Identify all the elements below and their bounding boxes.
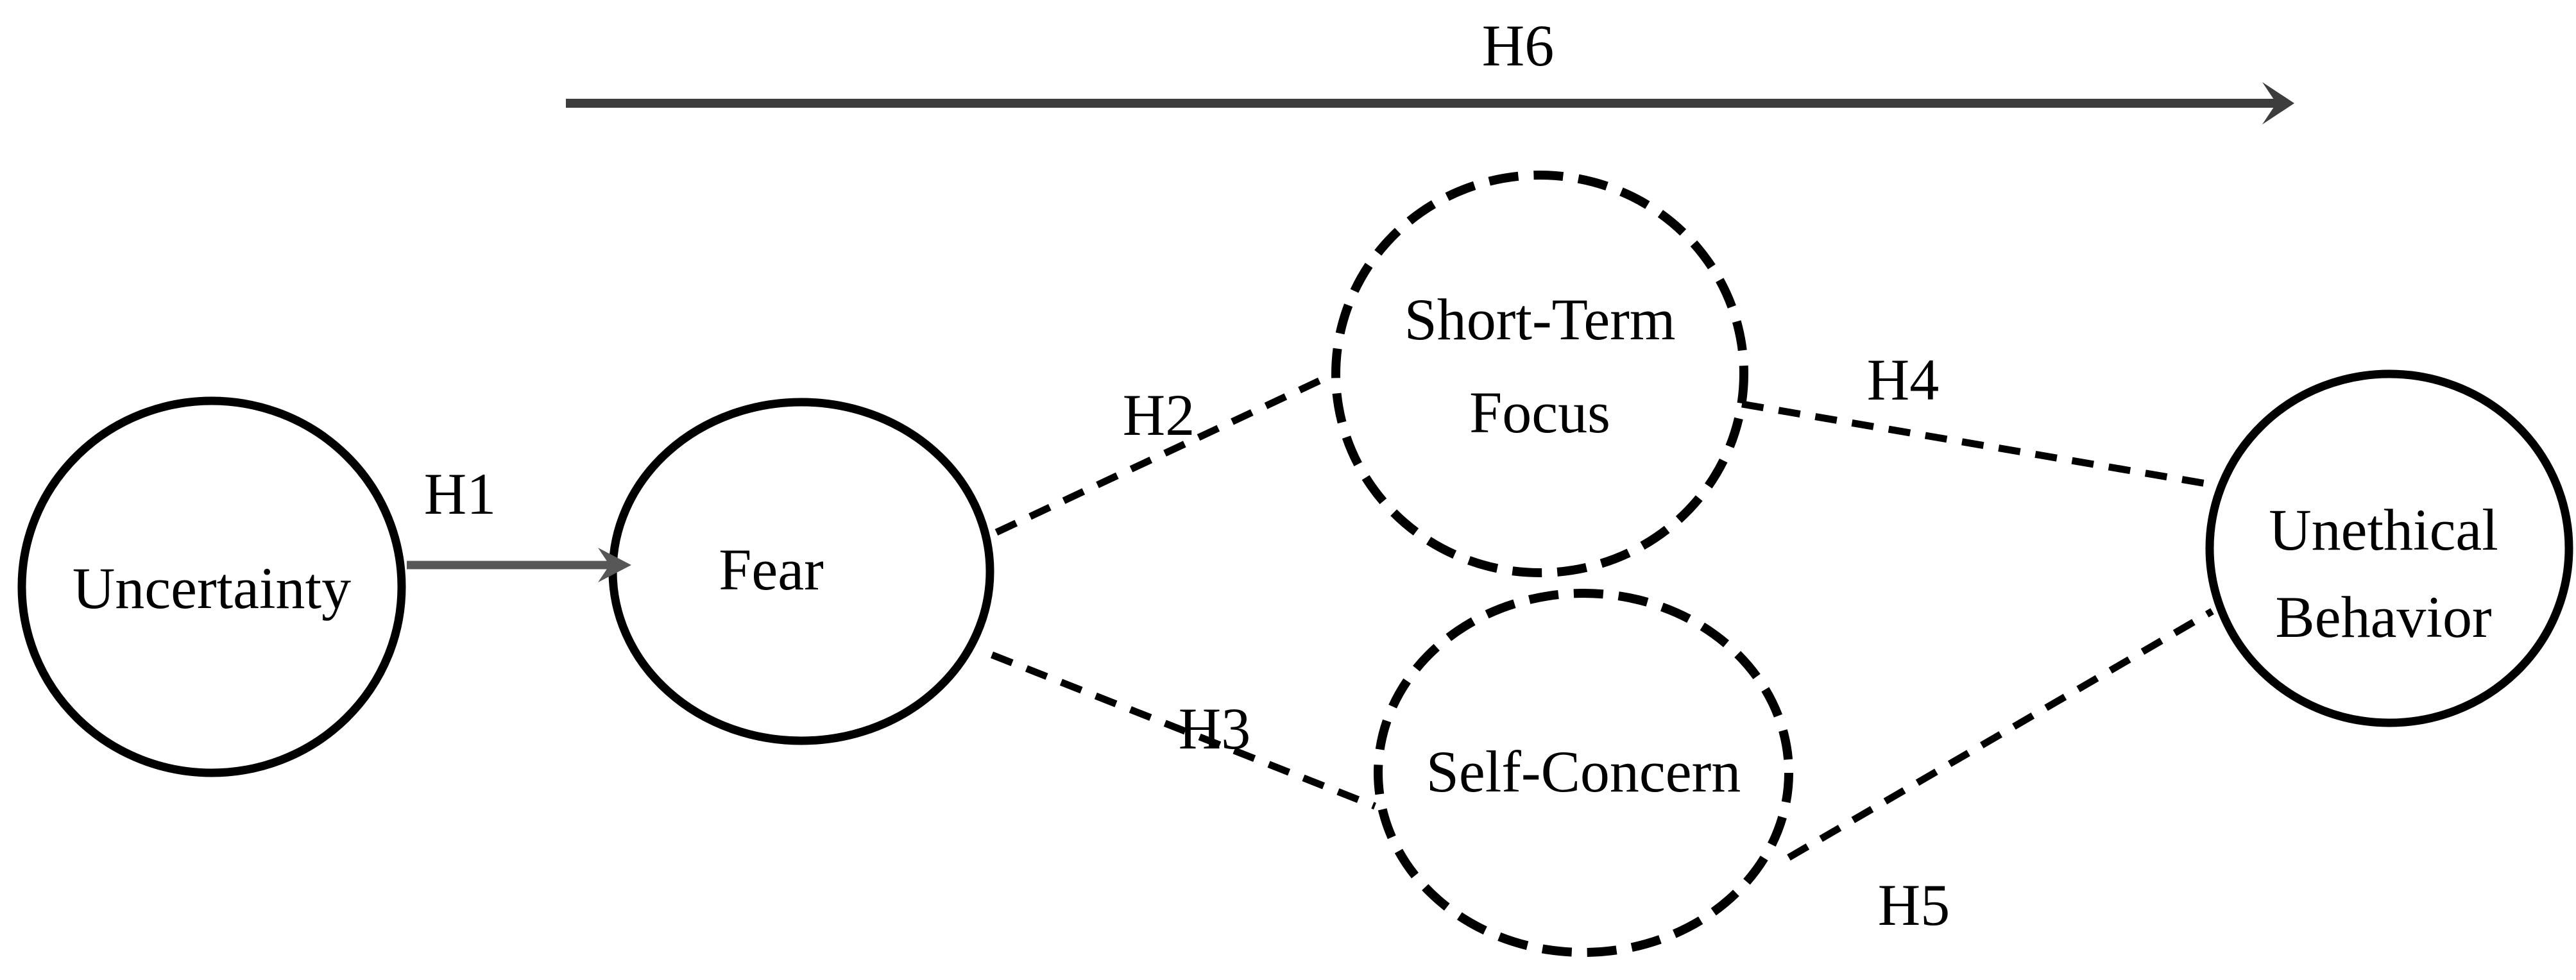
node-unethical-behavior-ellipse [2205,369,2573,727]
edge-h6-label: H6 [1482,13,1554,78]
node-short-term-focus-ellipse [1331,171,1748,577]
node-self-concern-label: Self-Concern [1426,739,1741,804]
edge-h5-label: H5 [1878,872,1950,938]
node-self-concern-ellipse [1374,589,1793,957]
node-fear-label: Fear [719,537,823,602]
node-unethical-behavior-label-line1: Unethical [2269,497,2498,562]
edge-h2-label: H2 [1123,382,1195,448]
edge-h1-arrowhead-icon [598,548,631,582]
edge-h5-line [1787,608,2214,861]
edge-h3-line [990,651,1377,810]
edge-h4-label: H4 [1867,347,1939,412]
node-short-term-focus-label-line2: Focus [1469,380,1610,445]
node-uncertainty-ellipse [17,396,406,777]
node-short-term-focus-label-line1: Short-Term [1404,287,1676,352]
edge-h4-line [1741,400,2214,489]
edge-h2-line [994,372,1333,536]
edge-h1-label: H1 [424,461,496,527]
edge-h3-label: H3 [1179,696,1250,761]
edge-h6-arrowhead-icon [2262,82,2294,124]
node-unethical-behavior-label-line2: Behavior [2275,584,2491,650]
node-uncertainty-label: Uncertainty [73,555,351,621]
